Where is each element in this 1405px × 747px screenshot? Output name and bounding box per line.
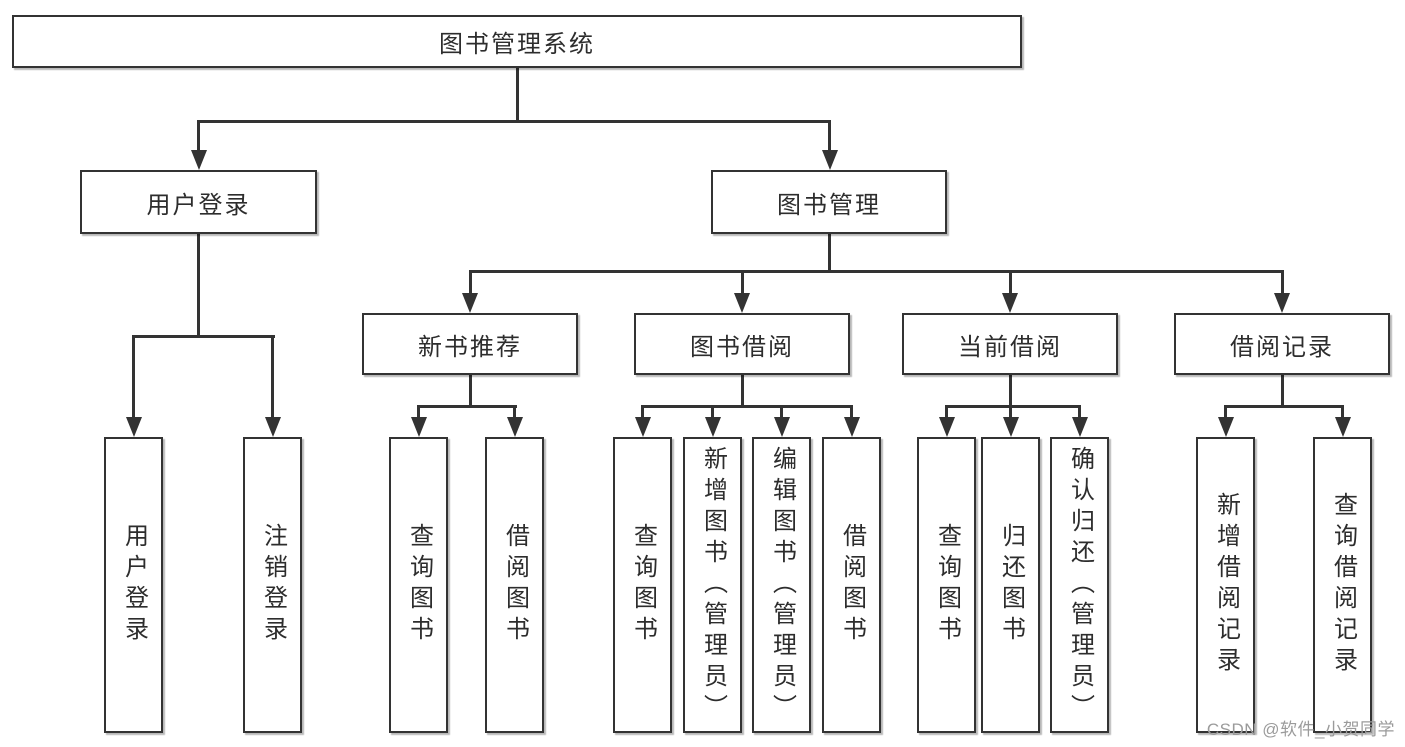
connector-l3b-stem	[740, 375, 744, 407]
arrowhead-leaf	[634, 417, 651, 437]
connector-leaf-stem	[641, 405, 644, 419]
connector-leaf-stem	[417, 405, 420, 419]
connector-groupE-branch	[1224, 405, 1344, 408]
arrowhead-current-borrow	[1002, 293, 1018, 313]
connector-groupA-stem1	[132, 335, 135, 419]
leaf-edit-books-admin: 编辑图书（管理员）	[752, 437, 811, 733]
arrowhead-leaf	[506, 417, 523, 437]
arrowhead-user-login	[190, 150, 207, 170]
arrowhead-leaf	[1002, 417, 1019, 437]
node-user-login: 用户登录	[80, 170, 317, 234]
leaf-user-login: 用户登录	[104, 437, 163, 733]
node-borrowing-records: 借阅记录	[1174, 313, 1390, 375]
connector-leaf-stem	[1224, 405, 1227, 419]
connector-stem-l3a	[468, 270, 472, 295]
leaf-query-books-3: 查询图书	[917, 437, 976, 733]
connector-stem-book-mgmt	[828, 120, 831, 152]
arrowhead-new-book-rec	[462, 293, 478, 313]
connector-stem-user-login	[197, 120, 200, 152]
leaf-query-borrow-record: 查询借阅记录	[1313, 437, 1372, 733]
connector-leaf-stem	[1341, 405, 1344, 419]
arrowhead-borrow-record	[1274, 293, 1290, 313]
connector-groupD-branch	[945, 405, 1081, 408]
arrowhead-leaf	[773, 417, 790, 437]
connector-leaf-stem	[1009, 405, 1012, 419]
leaf-add-borrow-record: 新增借阅记录	[1196, 437, 1255, 733]
arrowhead-book-borrow	[734, 293, 750, 313]
leaf-borrow-books-2: 借阅图书	[822, 437, 881, 733]
connector-groupC-branch	[641, 405, 853, 408]
connector-groupB-branch	[417, 405, 517, 408]
node-book-management: 图书管理	[711, 170, 947, 234]
connector-leaf-stem	[850, 405, 853, 419]
leaf-query-books-1: 查询图书	[389, 437, 448, 733]
leaf-borrow-books-1: 借阅图书	[485, 437, 544, 733]
leaf-query-books-2: 查询图书	[613, 437, 672, 733]
connector-stem-l3d	[1280, 270, 1284, 295]
connector-leaf-stem	[780, 405, 783, 419]
arrowhead-leaf-logout	[264, 417, 281, 437]
connector-groupA-branch	[132, 335, 275, 338]
connector-level1-branch	[197, 120, 831, 123]
arrowhead-leaf	[1334, 417, 1351, 437]
watermark: CSDN @软件_小贺同学	[1206, 720, 1395, 739]
connector-level2-branch	[469, 270, 1284, 273]
arrowhead-leaf	[1217, 417, 1234, 437]
node-new-book-recommend: 新书推荐	[362, 313, 578, 375]
arrowhead-leaf	[704, 417, 721, 437]
connector-bookmgmt-stem	[828, 234, 831, 272]
connector-l3c-stem	[1008, 375, 1012, 407]
connector-leaf-stem	[513, 405, 516, 419]
connector-leaf-stem	[1078, 405, 1081, 419]
arrowhead-book-mgmt	[821, 150, 838, 170]
node-book-borrowing: 图书借阅	[634, 313, 850, 375]
connector-leaf-stem	[945, 405, 948, 419]
leaf-add-books-admin: 新增图书（管理员）	[683, 437, 742, 733]
connector-stem-l3c	[1008, 270, 1012, 295]
arrowhead-leaf	[938, 417, 955, 437]
leaf-return-books: 归还图书	[981, 437, 1040, 733]
connector-userlogin-stem	[197, 234, 200, 337]
connector-root-stem	[515, 68, 519, 123]
arrowhead-leaf	[843, 417, 860, 437]
leaf-confirm-return-admin: 确认归还（管理员）	[1050, 437, 1109, 733]
connector-groupA-stem2	[271, 335, 274, 419]
arrowhead-leaf	[1071, 417, 1088, 437]
connector-stem-l3b	[740, 270, 744, 295]
arrowhead-leaf	[410, 417, 427, 437]
arrowhead-leaf-user-login	[125, 417, 142, 437]
node-current-borrowing: 当前借阅	[902, 313, 1118, 375]
connector-leaf-stem	[711, 405, 714, 419]
node-root: 图书管理系统	[12, 15, 1022, 68]
connector-l3a-stem	[468, 375, 472, 407]
leaf-logout: 注销登录	[243, 437, 302, 733]
connector-l3d-stem	[1280, 375, 1284, 407]
